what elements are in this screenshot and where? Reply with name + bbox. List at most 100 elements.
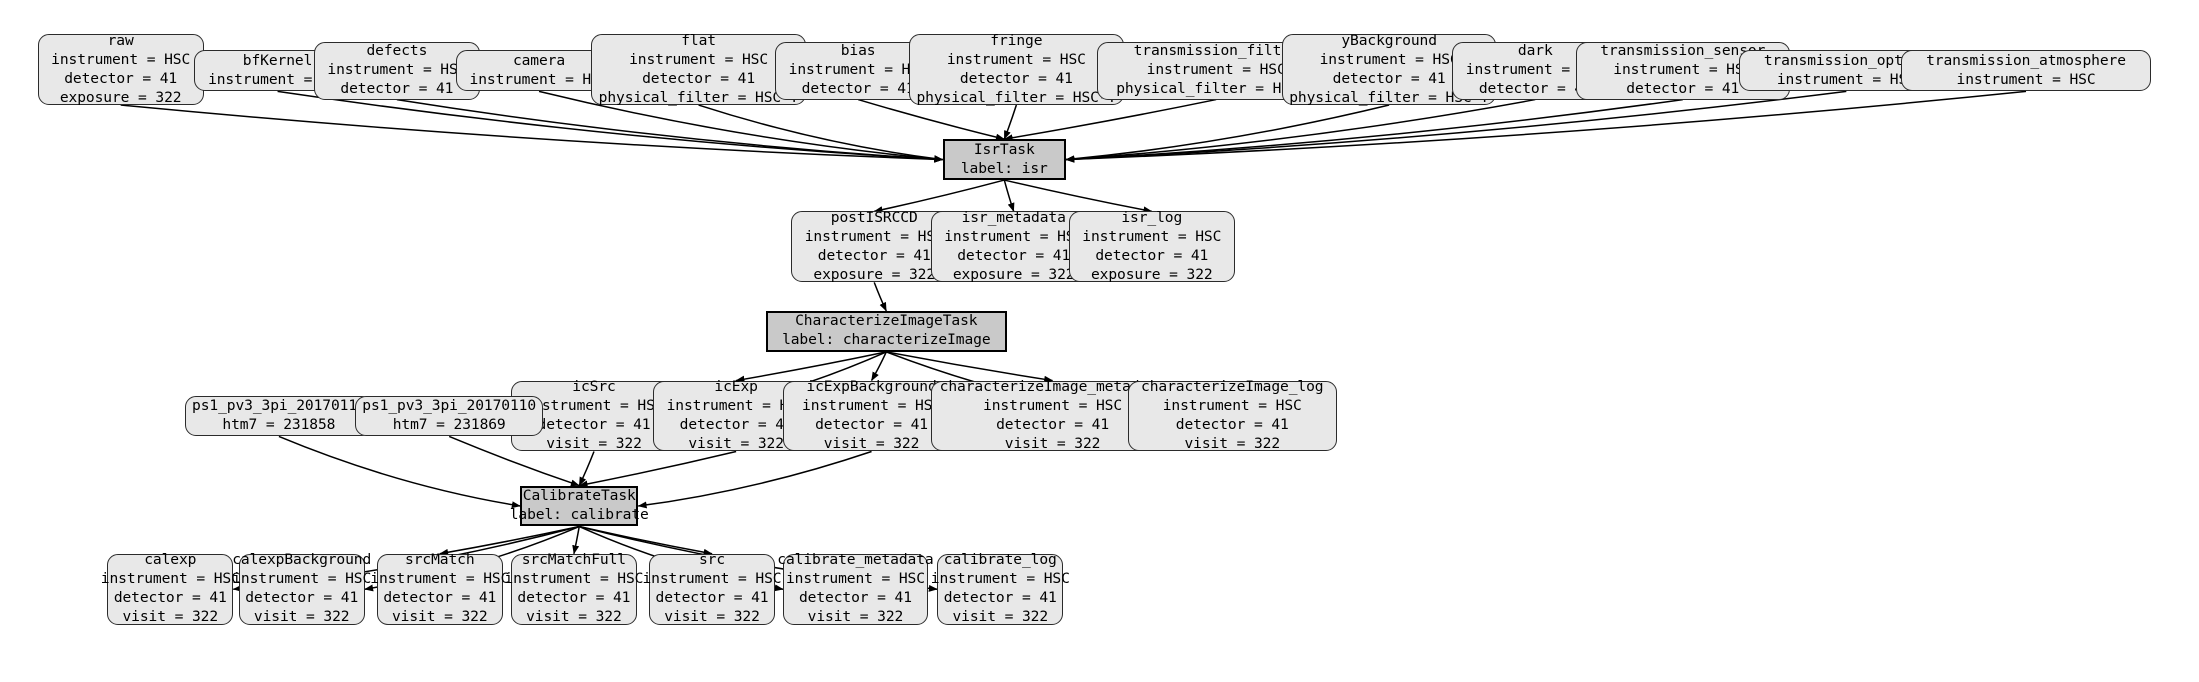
edge-postISRCCD-to-CharacterizeImageTask [873,282,887,312]
node-dimension: instrument = HSC [524,397,664,415]
node-title: defects [366,42,428,60]
node-dimension: detector = 41 [245,589,359,607]
node-dimension: htm7 = 231858 [222,416,336,433]
node-dimension: physical_filter = HSC-Y [1116,80,1317,98]
node-title: characterizeImage_metadata [939,378,1166,396]
edge-CharacterizeImageTask-to-icExp [735,351,887,383]
node-dimension: instrument = HSC [788,61,928,79]
node-dimension: visit = 322 [1004,434,1101,452]
node-dimension: instrument = HSC [629,50,769,68]
edge-transmission_sensor-to-IsrTask [1065,98,1683,163]
node-dimension: exposure = 322 [813,265,936,283]
node-dimension: visit = 322 [688,434,784,452]
node-title: CalibrateTask [522,487,636,505]
node-dimension: instrument = HSC [504,570,644,588]
node-title: calexp [144,551,197,569]
node-dimension: instrument = HSC [100,570,240,588]
node-dimension: instrument = HSC [1613,61,1753,79]
node-dimension: detector = 41 [537,416,651,434]
node-dimension: detector = 41 [1626,80,1740,98]
node-dimension: instrument = HSC [370,570,510,588]
node-dimension: instrument = HSC [802,397,942,415]
node-dimension: instrument = HSC [208,70,348,88]
node-dimension: instrument = HSC [1776,70,1916,88]
node-dimension: visit = 322 [1184,434,1281,452]
node-title: icExp [714,378,758,396]
edge-IsrTask-to-postISRCCD [873,179,1005,214]
node-dimension: physical_filter = HSC-Y [916,88,1117,106]
edge-dark-to-IsrTask [1065,98,1536,163]
node-dimension: detector = 41 [801,80,915,98]
edge-icExp-to-CalibrateTask [578,450,737,488]
node-dimension: physical_filter = HSC-Y [1289,88,1489,106]
node-dimension: instrument = HSC [232,570,372,588]
node-title: icExpBackground [806,378,937,396]
edge-raw-to-IsrTask [120,104,944,163]
node-title: transmission_optics [1763,51,1929,69]
node-dimension: visit = 322 [823,434,920,452]
edge-defects-to-IsrTask [396,98,944,163]
edge-CalibrateTask-to-src [579,525,713,556]
node-dimension: detector = 41 [959,69,1073,87]
node-dimension: detector = 41 [817,246,931,264]
node-title: src [698,551,726,569]
node-dimension: instrument = HSC [804,227,944,245]
node-title: calexpBackground [232,551,372,569]
node-dimension: detector = 41 [383,589,497,607]
node-dimension: visit = 322 [664,608,760,626]
node-dimension: instrument = HSC [642,570,782,588]
node-dimension: label: isr [960,159,1048,177]
node-dimension: exposure = 322 [59,88,182,106]
node-dimension: visit = 322 [807,608,904,626]
edge-icExpBackground-to-CalibrateTask [637,450,872,509]
node-title: bias [840,42,876,60]
node-dimension: detector = 41 [1175,416,1289,434]
node-dimension: visit = 322 [253,608,350,626]
node-title: yBackground [1341,31,1437,49]
node-dimension: instrument = HSC [327,61,467,79]
node-dimension: instrument = HSC [1162,397,1302,415]
edge-CalibrateTask-to-srcMatchFull [572,526,580,555]
edge-ps1_a-to-CalibrateTask [278,435,521,509]
edge-icSrc-to-CalibrateTask [578,451,595,487]
node-title: isr_log [1121,208,1183,226]
edge-fringe-to-IsrTask [1003,104,1018,140]
node-title: ps1_pv3_3pi_20170110 [362,397,537,415]
node-dimension: visit = 322 [392,608,488,626]
node-title: transmission_filter [1133,42,1299,60]
node-title: icSrc [572,378,616,396]
edge-IsrTask-to-isr_log [1004,179,1153,214]
node-dimension: instrument = HSC [1146,61,1286,79]
node-title: ps1_pv3_3pi_20170110 [192,397,366,415]
node-dimension: exposure = 322 [952,265,1075,283]
node-dimension: instrument = HSC [1082,227,1222,245]
edge-transmission_atmosphere-to-IsrTask [1065,90,2027,163]
node-dimension: instrument = HSC [1956,70,2096,88]
node-title: isr_metadata [961,208,1066,226]
node-dimension: detector = 41 [1332,69,1446,87]
edge-CharacterizeImageTask-to-characterizeImage_metadata [886,351,1054,383]
